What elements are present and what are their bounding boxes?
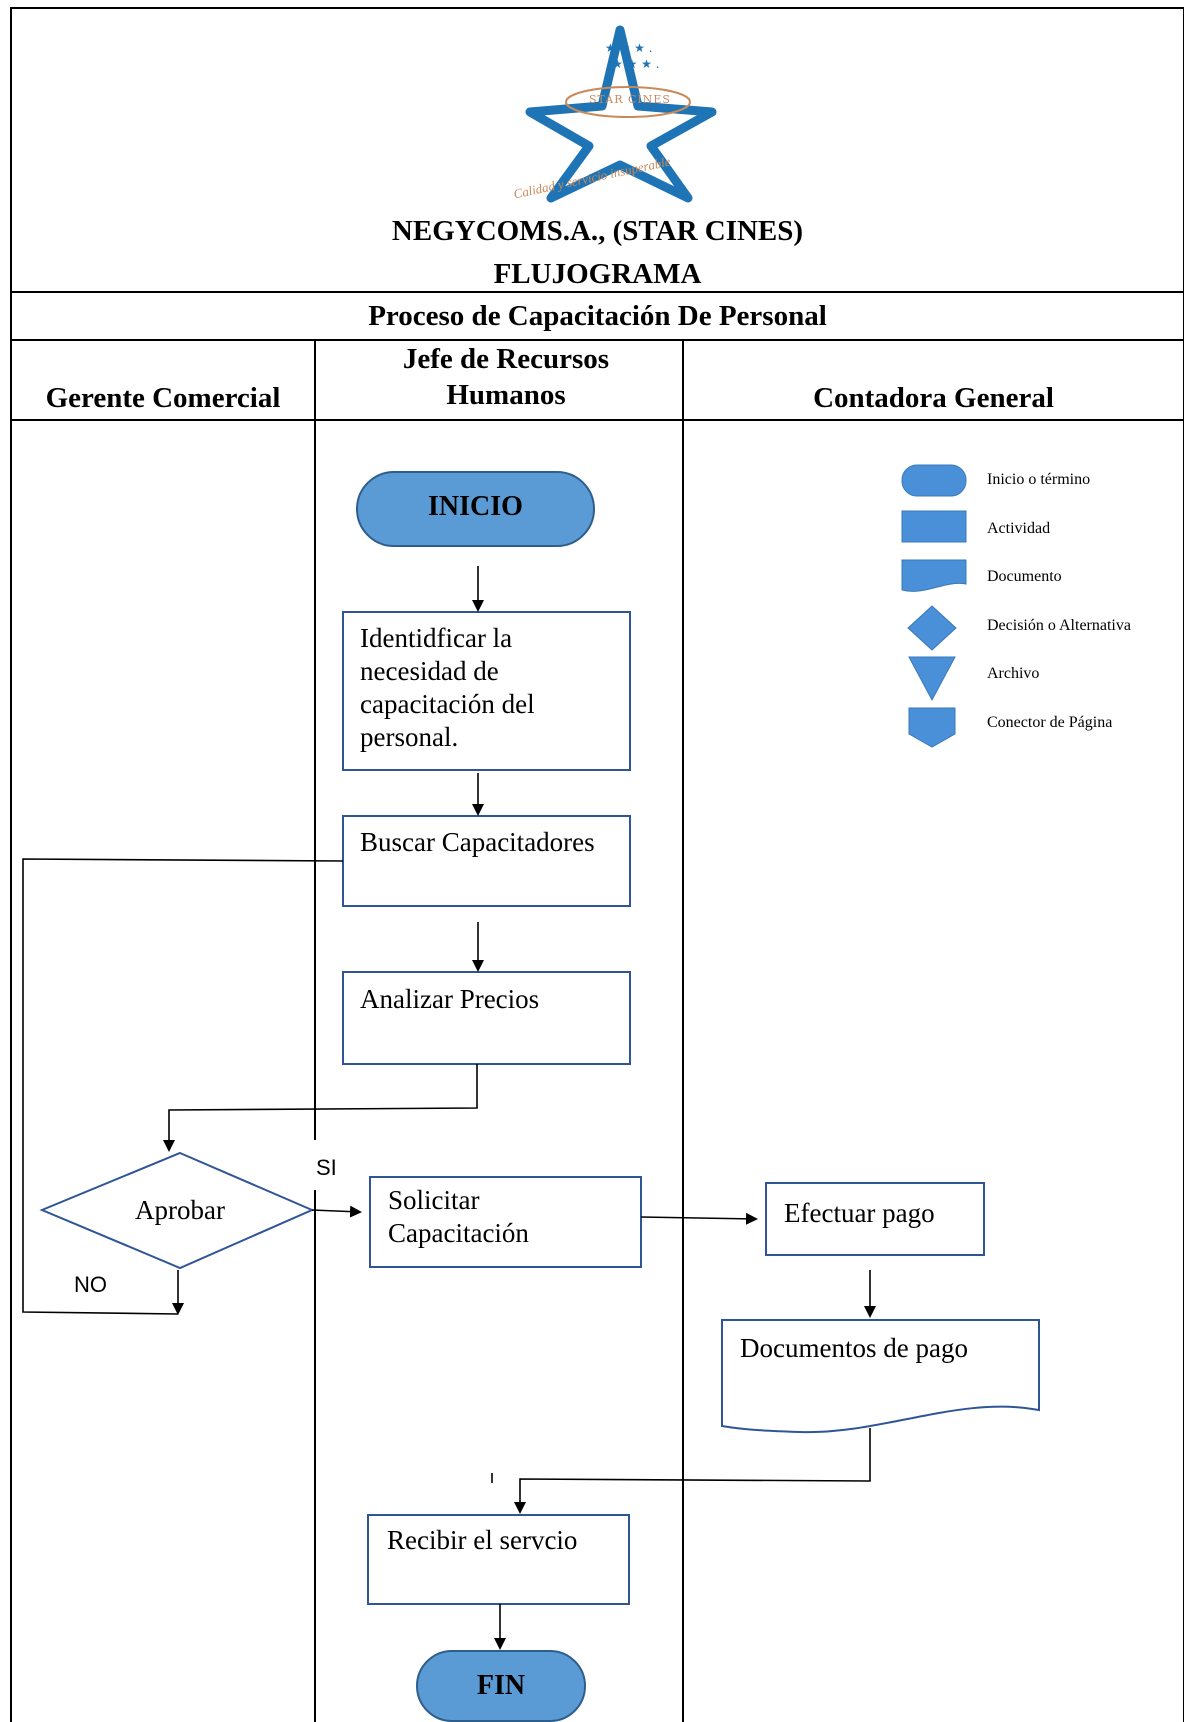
process-title: Proceso de Capacitación De Personal xyxy=(368,300,827,332)
efectuar-label: Efectuar pago xyxy=(784,1198,935,1228)
inicio-terminal xyxy=(356,471,595,547)
efectuar-box xyxy=(765,1182,985,1256)
edge-label-no: NO xyxy=(74,1272,107,1297)
fin-terminal xyxy=(416,1650,586,1722)
inicio-label: INICIO xyxy=(428,491,523,522)
documentos-doc xyxy=(721,1319,1040,1434)
legend-actividad: Actividad xyxy=(987,520,1051,537)
solicitar-box xyxy=(369,1176,642,1268)
document-type: FLUJOGRAMA xyxy=(493,258,702,290)
legend-archivo: Archivo xyxy=(987,665,1040,682)
legend-conector: Conector de Página xyxy=(987,714,1113,731)
buscar-label: Buscar Capacitadores xyxy=(360,827,595,857)
aprobar-decision xyxy=(39,1151,315,1270)
legend-inicio-termino: Inicio o término xyxy=(987,471,1091,488)
legend-connector-shape xyxy=(908,707,956,748)
recibir-label: Recibir el servcio xyxy=(387,1525,578,1555)
analizar-label: Analizar Precios xyxy=(360,984,540,1014)
solicitar-label: Solicitar Capacitación xyxy=(388,1185,529,1248)
documentos-label: Documentos de pago xyxy=(740,1333,968,1363)
legend-archive-shape xyxy=(908,656,956,702)
identificar-label: Identidficar la necesidad de capacitació… xyxy=(360,623,535,752)
recibir-box xyxy=(367,1514,630,1605)
table-frame xyxy=(10,7,1184,1722)
svg-text:★ ★ ★ .: ★ ★ ★ . xyxy=(605,41,653,55)
star-logo: ★ ★ ★ . ★ ★ ★ . xyxy=(525,25,717,203)
edge-label-si: SI xyxy=(316,1155,337,1180)
lane-gerente-comercial: Gerente Comercial xyxy=(45,382,281,414)
company-title: NEGYCOMS.A., (STAR CINES) xyxy=(391,215,804,247)
svg-text:★ ★ ★ .: ★ ★ ★ . xyxy=(612,57,660,71)
logo-brand: STAR CINES xyxy=(589,93,671,106)
legend-document-shape xyxy=(901,559,967,592)
legend-activity-shape xyxy=(901,510,967,543)
lane-contadora-general: Contadora General xyxy=(813,382,1054,414)
lane-jefe-recursos-humanos: Jefe de Recursos Humanos xyxy=(402,343,610,411)
legend-documento: Documento xyxy=(987,568,1062,585)
legend-shapes xyxy=(901,464,967,748)
legend-terminal-shape xyxy=(901,464,967,497)
legend-decision: Decisión o Alternativa xyxy=(987,617,1131,634)
identificar-box xyxy=(342,611,631,771)
connectors xyxy=(22,566,876,1650)
aprobar-label: Aprobar xyxy=(135,1195,225,1225)
analizar-box xyxy=(342,971,631,1065)
fin-label: FIN xyxy=(476,1670,526,1701)
legend-decision-shape xyxy=(907,605,957,651)
